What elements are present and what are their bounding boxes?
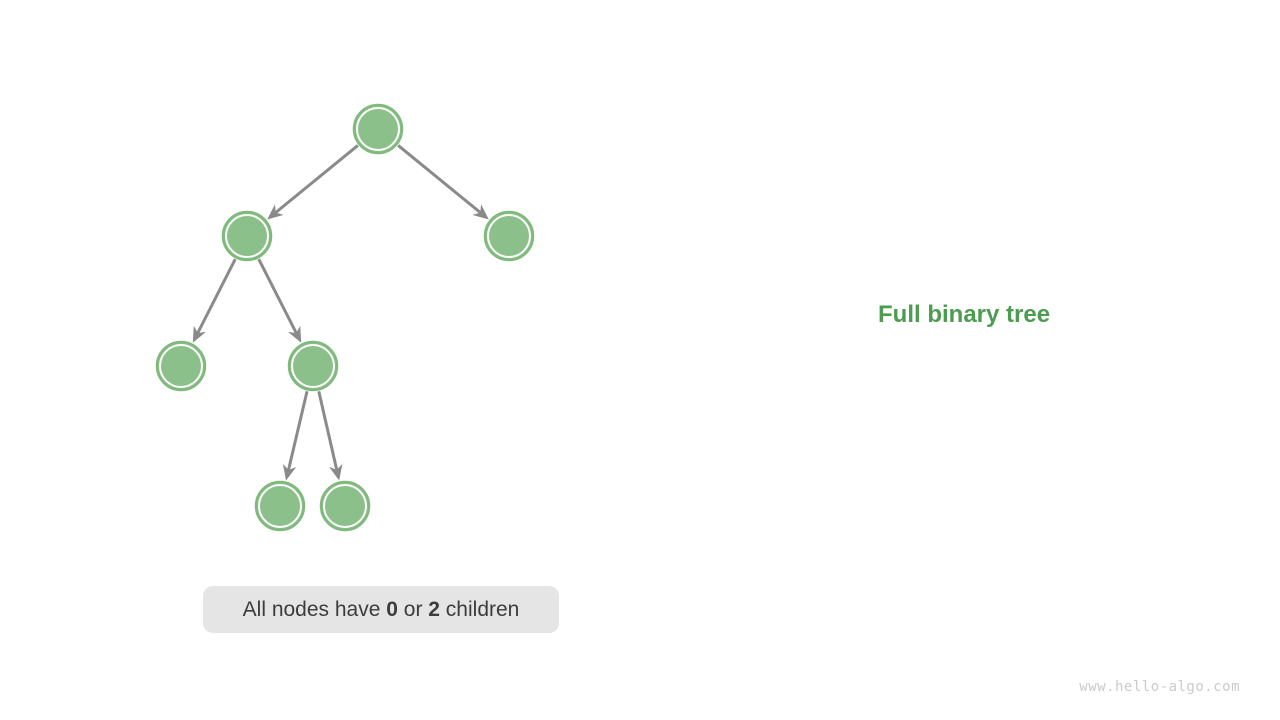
tree-edge-LR-LRL [282,390,309,481]
tree-node-root [352,103,404,155]
tree-node-R [483,210,535,262]
figure-title: Full binary tree [878,301,1051,328]
tree-node-circle [352,103,404,155]
tree-edge-L-LL [192,258,237,343]
tree-node-circle [254,480,306,532]
tree-node-inner-ring [291,344,335,388]
tree-node-inner-ring [323,484,367,528]
tree-node-inner-ring [487,214,531,258]
tree-edge-L-LR [257,258,302,343]
tree-node-LRR [319,480,371,532]
tree-node-inner-ring [356,107,400,151]
caption-text: All nodes have 0 or 2 children [243,598,520,622]
tree-node-circle [287,340,339,392]
tree-node-L [221,210,273,262]
watermark: www.hello-algo.com [1079,679,1240,695]
caption-bold-run: 2 [428,597,440,621]
caption-run: or [397,597,429,621]
caption-run: All nodes have [242,597,387,621]
tree-node-circle [155,340,207,392]
tree-edge-root-R [397,144,489,220]
tree-node-circle [221,210,273,262]
tree-node-circle [319,480,371,532]
tree-node-inner-ring [258,484,302,528]
tree-node-LR [287,340,339,392]
tree-node-LRL [254,480,306,532]
tree-node-circle [483,210,535,262]
caption-bold-run: 0 [386,597,398,621]
tree-edge-root-L [267,144,359,220]
tree-node-inner-ring [225,214,269,258]
tree-node-inner-ring [159,344,203,388]
caption-box: All nodes have 0 or 2 children [203,586,559,633]
caption-run: children [439,597,520,621]
tree-node-LL [155,340,207,392]
tree-edge-LR-LRR [317,391,343,481]
